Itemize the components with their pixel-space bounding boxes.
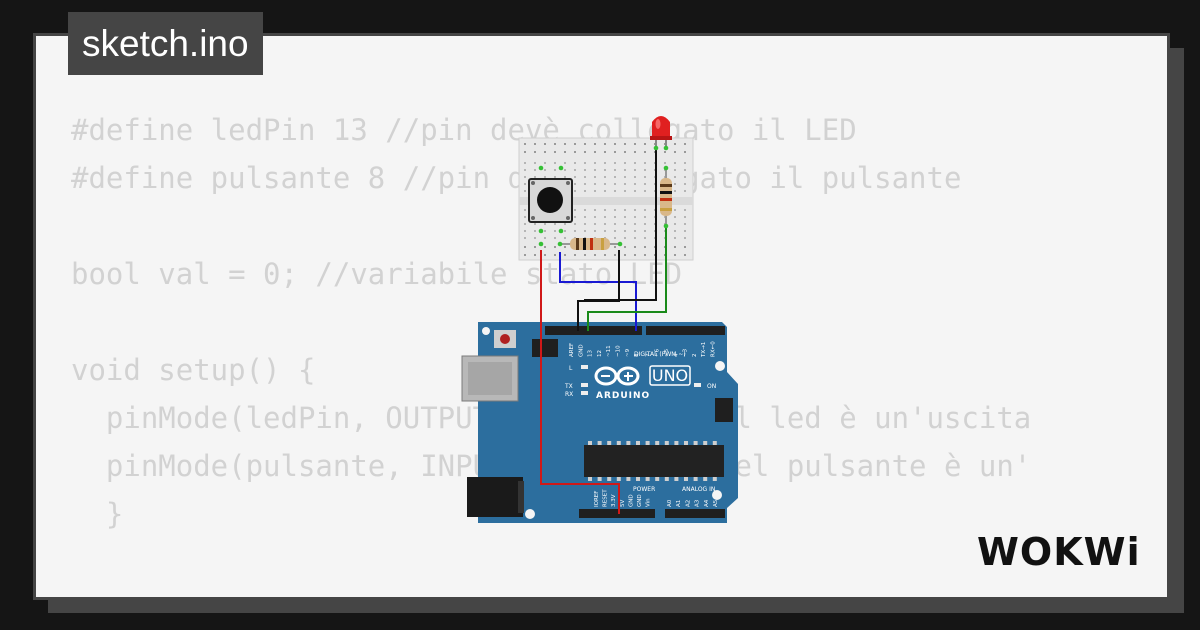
wire-black-gnd-led [584, 150, 657, 301]
power-pin-label: 5V [620, 500, 626, 507]
power-pin-label: GND [637, 494, 643, 507]
chip-pins [588, 441, 717, 481]
digital-pin-label: ~10 [616, 345, 622, 357]
connection-dots [538, 145, 669, 247]
l-label: L [569, 365, 573, 372]
arduino-logo [594, 366, 640, 386]
digital-pin-label: GND [578, 344, 584, 357]
code-line: void setup() { [71, 353, 316, 387]
resistor-led[interactable] [660, 170, 672, 226]
digital-pin-label: ~5 [664, 348, 670, 357]
digital-pin-label: AREF [569, 343, 575, 357]
resistor-pulldown[interactable] [560, 238, 620, 250]
wires [540, 150, 667, 514]
digital-pin-label: RX←0 [711, 341, 717, 357]
digital-pin-label: 7 [645, 353, 651, 357]
analog-pin-label: A3 [695, 499, 701, 507]
analog-pin-label: A0 [667, 499, 673, 507]
red-led[interactable] [650, 116, 672, 152]
digital-pin-label: 13 [588, 350, 594, 357]
power-pin-label: Vin [646, 498, 652, 507]
on-label: ON [707, 383, 716, 390]
pushbutton[interactable] [528, 178, 573, 223]
code-line: void loop() { [71, 586, 1031, 597]
wire-black-gnd-button [577, 250, 620, 331]
analog-pin-label: A4 [704, 499, 710, 507]
digital-pin-label: ~6 [655, 348, 661, 357]
digital-header-2 [646, 326, 725, 335]
wire-red-5v [540, 250, 620, 514]
digital-pin-label: 2 [692, 354, 698, 358]
power-pin-label: GND [628, 494, 634, 507]
digital-pin-label: ~3 [683, 348, 689, 357]
analog-pin-label: A1 [676, 500, 682, 507]
power-pin-label: RESET [603, 489, 609, 507]
digital-pin-label: 12 [597, 350, 603, 357]
analog-label: ANALOG IN [682, 486, 715, 493]
digital-pin-label: ~9 [625, 348, 631, 357]
board-brand-label: ARDUINO [596, 391, 650, 401]
wokwi-logo-text: WOKWi [977, 530, 1141, 574]
wokwi-logo: WOKWi [977, 530, 1141, 574]
arduino-uno[interactable]: UNO ARDUINO DIGITAL (PWM ~) POWER ANALOG… [461, 322, 738, 523]
power-pin-label: 3.3V [611, 494, 617, 507]
file-tab[interactable]: sketch.ino [68, 12, 263, 75]
digital-pin-label: TX→1 [701, 342, 707, 358]
digital-label: DIGITAL (PWM ~) [634, 351, 686, 358]
analog-pin-label: A2 [685, 500, 691, 507]
power-label: POWER [633, 486, 655, 493]
digital-pin-label: 4 [673, 353, 679, 357]
power-header [579, 509, 655, 518]
board-model-label: UNO [652, 366, 688, 385]
tx-label: TX [564, 383, 573, 390]
code-line: } [71, 497, 124, 531]
analog-header [665, 509, 725, 518]
digital-pin-label: ~11 [606, 345, 612, 357]
wire-green-pin13 [587, 228, 667, 331]
code-background: #define ledPin 13 //pin devè collegato i… [71, 106, 1031, 597]
preview-card: #define ledPin 13 //pin devè collegato i… [33, 33, 1170, 600]
power-pin-label: IOREF [594, 491, 600, 507]
wire-blue-pin8 [559, 252, 637, 331]
rx-label: RX [565, 391, 573, 398]
digital-pin-label: 8 [634, 353, 640, 357]
analog-pin-label: A5 [713, 499, 719, 507]
digital-header-1 [545, 326, 642, 335]
code-line: #define ledPin 13 //pin devè collegato i… [71, 113, 857, 147]
